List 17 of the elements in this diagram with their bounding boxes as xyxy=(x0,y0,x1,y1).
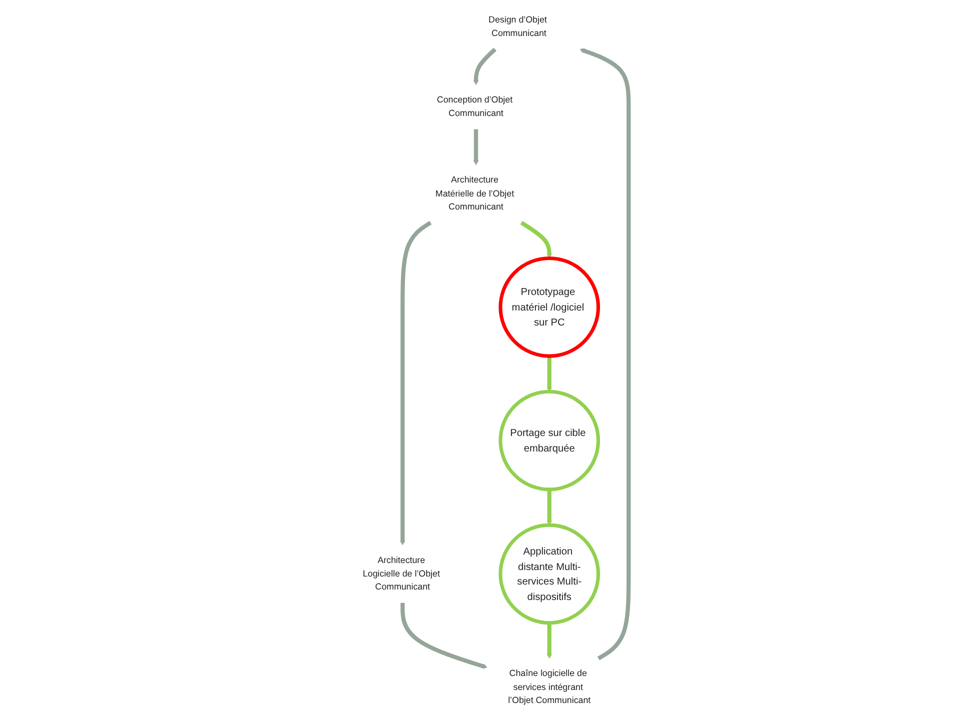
arrow xyxy=(546,356,552,392)
arrow xyxy=(546,489,552,526)
arrow xyxy=(400,220,432,546)
node-circle: Application distante Multi-services Multi-dispositifs xyxy=(498,523,600,625)
arrow xyxy=(473,48,496,86)
arrow xyxy=(520,220,552,258)
arrow xyxy=(580,48,631,660)
node-text: Conception d’Objet Communicant xyxy=(436,94,513,118)
node-text: Architecture Matérielle de l’Objet Communicant xyxy=(435,174,514,212)
arrow xyxy=(400,602,488,669)
node-circle: Prototypage matériel /logiciel sur PC xyxy=(498,256,600,358)
node-text: Architecture Logicielle de l’Objet Communicant xyxy=(362,555,440,592)
node-text: Chaîne logicielle de services intégrant l’Objet Communicant xyxy=(508,668,591,706)
arrow xyxy=(473,129,479,166)
node-circle: Portage sur cible embarquée xyxy=(498,390,600,492)
arrow xyxy=(546,622,552,659)
node-text: Design d’Objet Communicant xyxy=(488,14,547,38)
